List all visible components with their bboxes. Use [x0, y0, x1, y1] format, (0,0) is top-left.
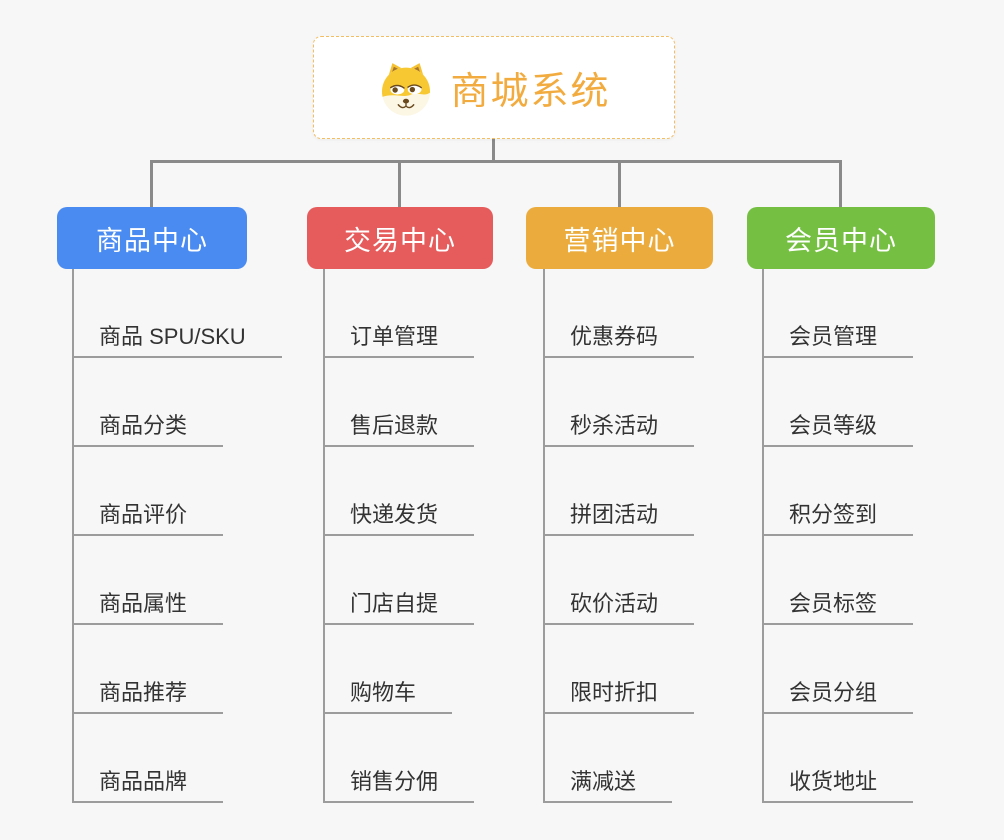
leaf-node-coupon-code[interactable]: 优惠券码: [543, 322, 695, 358]
leaf-node-sales-commission[interactable]: 销售分佣: [323, 767, 475, 803]
leaf-node-aftersale-refund[interactable]: 售后退款: [323, 411, 475, 447]
connector-root-stub: [492, 139, 495, 162]
branch-node-trade-center[interactable]: 交易中心: [307, 207, 493, 269]
leaf-node-shipping-address[interactable]: 收货地址: [762, 767, 914, 803]
leaf-node-limited-time-discount[interactable]: 限时折扣: [543, 678, 695, 714]
leaf-node-store-pickup[interactable]: 门店自提: [323, 589, 475, 625]
leaf-node-express-shipping[interactable]: 快递发货: [323, 500, 475, 536]
leaf-node-member-group[interactable]: 会员分组: [762, 678, 914, 714]
connector-drop-line: [618, 160, 621, 207]
root-node-title: 商城系统: [450, 71, 611, 113]
leaf-node-product-category[interactable]: 商品分类: [72, 411, 224, 447]
leaf-node-product-brand[interactable]: 商品品牌: [72, 767, 224, 803]
leaf-node-points-checkin[interactable]: 积分签到: [762, 500, 914, 536]
connector-horizontal-rail: [150, 160, 841, 163]
leaf-node-product-spu-sku[interactable]: 商品 SPU/SKU: [72, 322, 282, 358]
branch-node-marketing-center[interactable]: 营销中心: [526, 207, 713, 269]
dog-icon: [382, 62, 431, 116]
branch-node-member-center[interactable]: 会员中心: [747, 207, 935, 269]
branch-node-product-center[interactable]: 商品中心: [57, 207, 247, 269]
connector-drop-line: [839, 160, 842, 207]
leaf-node-product-review[interactable]: 商品评价: [72, 500, 224, 536]
leaf-node-bargain-activity[interactable]: 砍价活动: [543, 589, 695, 625]
root-node-mall-system[interactable]: 商城系统: [313, 36, 675, 139]
connector-drop-line: [150, 160, 153, 207]
leaf-node-order-management[interactable]: 订单管理: [323, 322, 475, 358]
leaf-node-member-management[interactable]: 会员管理: [762, 322, 914, 358]
leaf-node-group-buy[interactable]: 拼团活动: [543, 500, 695, 536]
leaf-node-member-level[interactable]: 会员等级: [762, 411, 914, 447]
leaf-node-spend-and-save[interactable]: 满减送: [543, 767, 673, 803]
leaf-node-flash-sale[interactable]: 秒杀活动: [543, 411, 695, 447]
leaf-node-member-tag[interactable]: 会员标签: [762, 589, 914, 625]
leaf-node-product-attribute[interactable]: 商品属性: [72, 589, 224, 625]
leaf-node-shopping-cart[interactable]: 购物车: [323, 678, 453, 714]
leaf-node-product-recommend[interactable]: 商品推荐: [72, 678, 224, 714]
connector-drop-line: [398, 160, 401, 207]
